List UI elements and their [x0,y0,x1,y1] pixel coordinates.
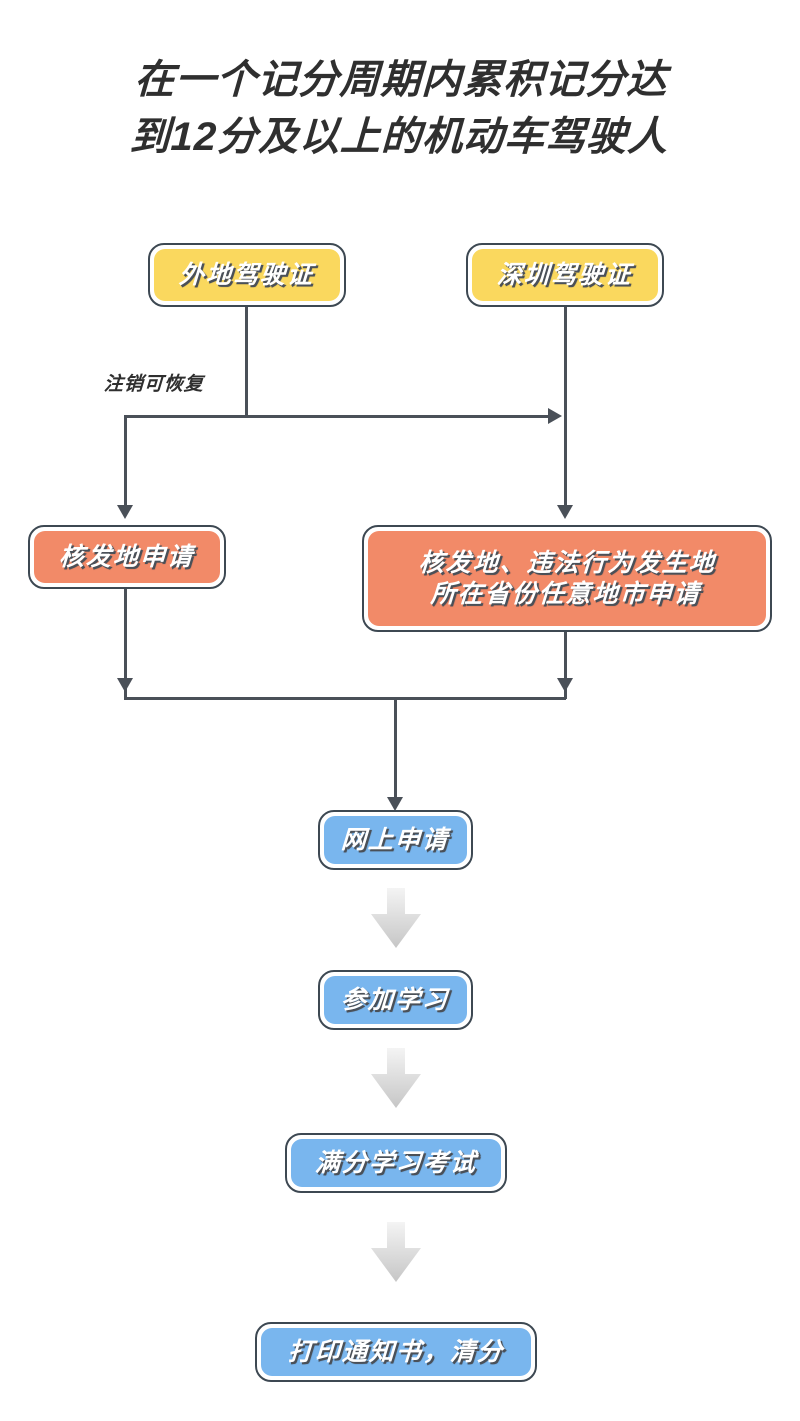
node-license-outside[interactable]: 外地驾驶证 [148,243,346,307]
connector-merge-bar [124,697,566,700]
node-apply-issuing-place-inner: 核发地申请 [34,531,220,583]
connector-issuing-place-down [124,589,127,699]
node-apply-issuing-place[interactable]: 核发地申请 [28,525,226,589]
node-print-notice-label: 打印通知书，清分 [287,1337,505,1366]
arrow-down-icon-online-to-study [369,888,423,950]
node-license-shenzhen-label: 深圳驾驶证 [496,260,634,289]
node-online-application-inner: 网上申请 [324,816,467,864]
connector-arrowhead-down-to-online [387,797,403,811]
connector-split-right [245,415,550,418]
connector-arrowhead-down-to-issuing-place [117,505,133,519]
node-apply-any-city[interactable]: 核发地、违法行为发生地 所在省份任意地市申请 [362,525,772,632]
connector-arrowhead-down-merge-left [117,678,133,692]
connector-outside-stem [245,307,248,417]
node-print-notice-inner: 打印通知书，清分 [261,1328,531,1376]
edge-label-cancel-restore: 注销可恢复 [103,374,205,395]
arrow-down-icon-exam-to-print [369,1222,423,1284]
arrow-down-icon-study-to-exam [369,1048,423,1110]
node-license-outside-label: 外地驾驶证 [178,260,316,289]
connector-arrowhead-down-merge-right [557,678,573,692]
node-license-shenzhen[interactable]: 深圳驾驶证 [466,243,664,307]
connector-left-branch-down [124,415,127,513]
node-attend-study-label: 参加学习 [340,985,451,1014]
node-full-mark-exam-inner: 满分学习考试 [291,1139,501,1187]
node-full-mark-exam-label: 满分学习考试 [314,1148,478,1177]
connector-split-left [124,415,247,418]
page-title-line-1: 在一个记分周期内累积记分达 [133,58,669,102]
node-apply-any-city-inner: 核发地、违法行为发生地 所在省份任意地市申请 [368,531,766,626]
connector-arrowhead-down-to-any-city [557,505,573,519]
connector-merge-down [394,697,397,807]
node-license-outside-inner: 外地驾驶证 [154,249,340,301]
connector-shenzhen-stem [564,307,567,513]
node-license-shenzhen-inner: 深圳驾驶证 [472,249,658,301]
page-title-line-2: 到12分及以上的机动车驾驶人 [129,114,670,159]
node-full-mark-exam[interactable]: 满分学习考试 [285,1133,507,1193]
node-attend-study-inner: 参加学习 [324,976,467,1024]
connector-arrowhead-right-to-shenzhen [548,408,562,424]
page-title: 在一个记分周期内累积记分达 到12分及以上的机动车驾驶人 [0,52,800,166]
node-online-application[interactable]: 网上申请 [318,810,473,870]
node-apply-issuing-place-label: 核发地申请 [58,542,196,571]
node-apply-any-city-label: 核发地、违法行为发生地 所在省份任意地市申请 [418,549,718,608]
node-online-application-label: 网上申请 [340,825,451,854]
node-attend-study[interactable]: 参加学习 [318,970,473,1030]
node-print-notice[interactable]: 打印通知书，清分 [255,1322,537,1382]
connector-any-city-down [564,632,567,699]
